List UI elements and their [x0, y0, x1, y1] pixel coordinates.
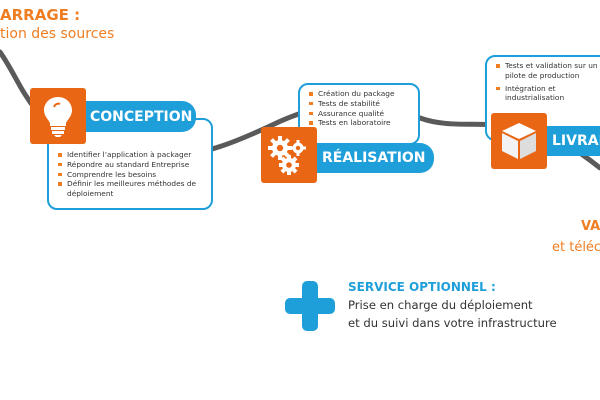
realisation-item: Création du package — [309, 89, 418, 99]
livraison-item: Tests et validation sur un pilote de pro… — [496, 61, 600, 81]
realisation-item: Tests de stabilité — [309, 99, 418, 109]
conception-label: CONCEPTION — [84, 101, 196, 132]
realisation-label-text: RÉALISATION — [322, 150, 426, 166]
conception-item: Répondre au standard Entreprise — [58, 160, 211, 170]
conception-label-text: CONCEPTION — [90, 108, 193, 125]
validation-title: VA — [581, 219, 600, 234]
realisation-item: Assurance qualité — [309, 109, 418, 119]
conception-item: Définir les meilleures méthodes de déplo… — [58, 179, 202, 199]
livraison-label: LIVRAI — [546, 126, 600, 156]
start-subtitle: tion des sources — [0, 26, 115, 42]
conception-icon-box — [30, 88, 86, 144]
cube-icon — [502, 123, 536, 159]
service-title: SERVICE OPTIONNEL : — [348, 280, 496, 294]
start-title: ARRAGE : — [0, 6, 81, 24]
realisation-icon-box — [261, 127, 317, 183]
livraison-label-text: LIVRAI — [552, 133, 600, 149]
plus-icon — [285, 281, 335, 331]
livraison-item: Intégration et industrialisation — [496, 84, 575, 104]
livraison-icon-box — [491, 113, 547, 169]
gears-icon — [268, 136, 306, 175]
lightbulb-icon — [44, 97, 72, 137]
realisation-label: RÉALISATION — [316, 143, 434, 173]
validation-subtitle: et téléc — [552, 240, 600, 255]
conception-item: Comprendre les besoins — [58, 170, 211, 180]
realisation-card: Création du package Tests de stabilité A… — [298, 83, 420, 145]
service-line-1: Prise en charge du déploiement — [348, 298, 533, 312]
realisation-item: Tests en laboratoire — [309, 118, 418, 128]
service-line-2: et du suivi dans votre infrastructure — [348, 316, 557, 330]
conception-item: Identifier l’application à packager — [58, 150, 211, 160]
